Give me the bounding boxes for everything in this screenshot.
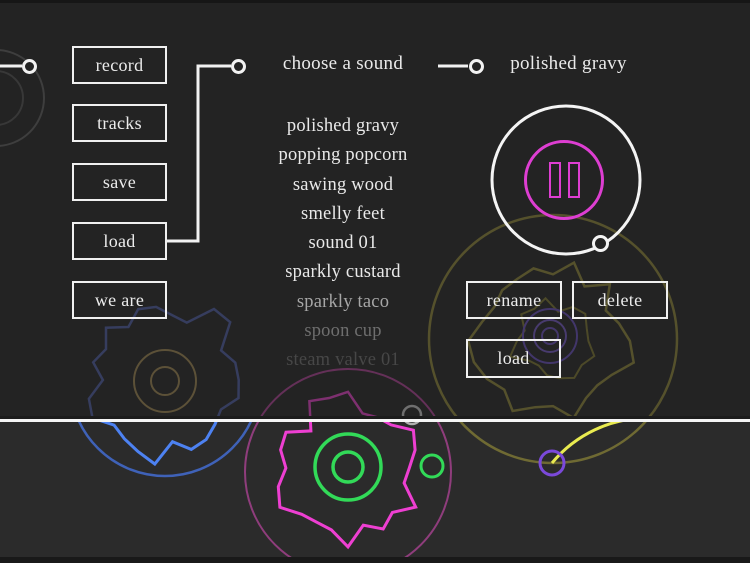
decor-orbit-blue [77, 421, 253, 478]
tracks-button-label: tracks [97, 112, 142, 133]
player-connector-node-icon[interactable] [469, 59, 484, 74]
rename-button[interactable]: rename [466, 281, 562, 319]
rename-button-label: rename [486, 289, 542, 310]
decor-orbit-magenta [244, 421, 452, 563]
decor-ring-tan-inner [150, 366, 180, 396]
bottom-panel [0, 421, 750, 563]
decor-blob-magenta [276, 421, 418, 550]
sound-list-item[interactable]: sparkly custard [285, 262, 401, 283]
decor-spiral-purple [522, 308, 578, 364]
player-load-button[interactable]: load [466, 339, 561, 378]
bottom-letterbox [0, 557, 750, 563]
pause-button[interactable] [524, 140, 604, 220]
delete-button-label: delete [597, 289, 643, 310]
save-button[interactable]: save [72, 163, 167, 201]
decor-ring-gray [401, 404, 423, 419]
decor-orbit-magenta-dim [258, 368, 438, 419]
sound-list-item[interactable]: sound 01 [308, 233, 378, 254]
sound-list-item[interactable]: sparkly taco [296, 291, 390, 312]
we-are-button[interactable]: we are [72, 281, 167, 319]
divider-line [0, 419, 750, 422]
decor-spiral-purple [541, 327, 559, 345]
pause-icon [548, 162, 561, 198]
sound-list-item[interactable]: sawing wood [292, 174, 394, 195]
decor-circle-topleft [0, 49, 45, 147]
record-button-label: record [95, 54, 144, 75]
sound-list-item[interactable]: steam valve 01 [286, 350, 400, 371]
current-sound-title: polished gravy [510, 53, 627, 74]
left-connector-node-icon[interactable] [22, 59, 37, 74]
decor-ring-green-small [419, 453, 445, 479]
decor-ring-gray-bright [403, 421, 421, 426]
sound-list-item[interactable]: popping popcorn [278, 145, 408, 166]
decor-blob-magenta-dim [308, 390, 383, 419]
decor-blob-olive [466, 260, 636, 419]
load-to-picker-wire [167, 64, 231, 243]
pause-icon [567, 162, 580, 198]
decor-waveform-blue [96, 421, 218, 467]
we-are-button-label: we are [94, 289, 145, 310]
playhead-handle[interactable] [592, 235, 609, 252]
sound-picker-title: choose a sound [282, 53, 404, 74]
player-load-button-label: load [497, 348, 530, 368]
decor-spiral-purple [533, 319, 567, 353]
decor-ring-purple [538, 449, 566, 477]
picker-connector-node-icon[interactable] [231, 59, 246, 74]
tracks-button[interactable]: tracks [72, 104, 167, 142]
top-letterbox [0, 0, 750, 3]
record-button[interactable]: record [72, 46, 167, 84]
load-button-label: load [103, 230, 136, 251]
delete-button[interactable]: delete [572, 281, 668, 319]
decor-ring-tan-outer [133, 349, 197, 413]
decor-circle-topleft-inner [0, 70, 24, 126]
sound-list-item[interactable]: smelly feet [301, 203, 385, 224]
player-orbit-circle [490, 104, 642, 256]
load-button[interactable]: load [72, 222, 167, 260]
sound-list-item[interactable]: spoon cup [304, 321, 382, 342]
save-button-label: save [102, 171, 137, 192]
sound-list: polished gravy popping popcorn sawing wo… [203, 112, 483, 376]
decor-blob-navy [87, 305, 240, 419]
decor-ring-green-inner [331, 450, 365, 484]
sound-list-item[interactable]: polished gravy [286, 116, 400, 136]
decor-ring-green-outer [313, 432, 383, 502]
